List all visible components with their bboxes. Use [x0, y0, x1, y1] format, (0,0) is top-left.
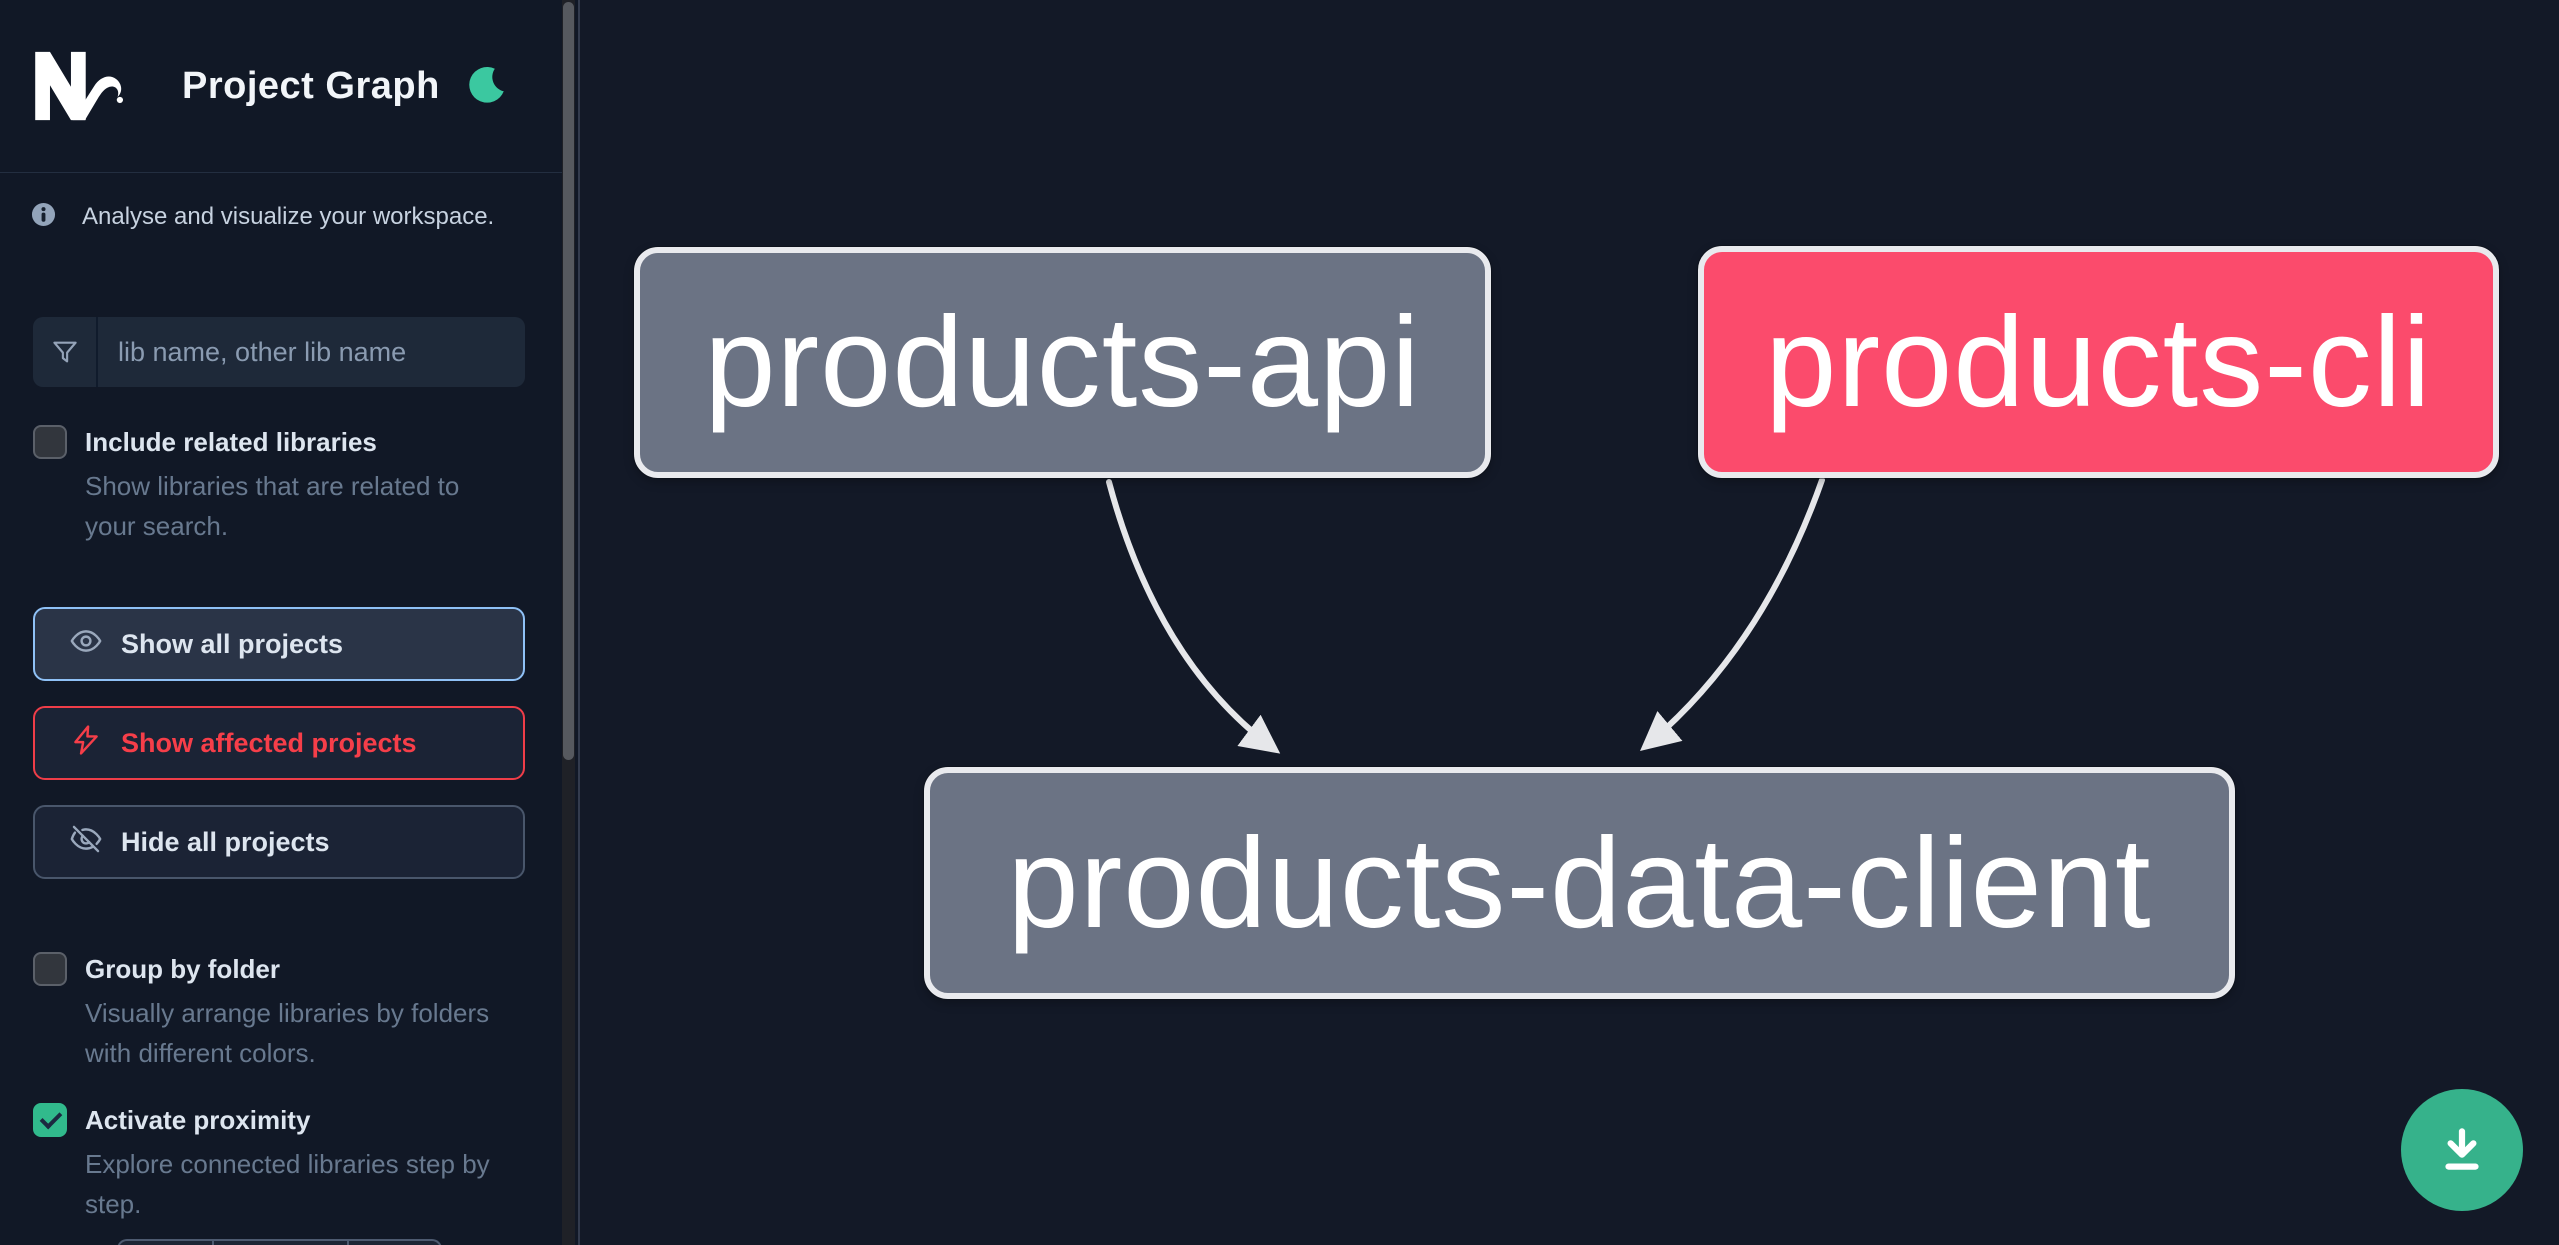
- bolt-icon: [69, 723, 103, 764]
- node-label: products-cli: [1765, 290, 2432, 434]
- download-icon: [2433, 1120, 2491, 1181]
- moon-icon: [468, 64, 508, 109]
- graph-node-products-cli[interactable]: products-cli: [1698, 246, 2499, 478]
- include-related-label[interactable]: Include related libraries: [85, 427, 377, 457]
- include-related-checkbox[interactable]: [33, 425, 67, 459]
- hide-all-projects-button[interactable]: Hide all projects: [33, 805, 525, 879]
- tagline-text: Analyse and visualize your workspace.: [82, 203, 495, 230]
- show-affected-projects-button[interactable]: Show affected projects: [33, 706, 525, 780]
- sidebar-header: Project Graph: [0, 0, 562, 173]
- toggle-activate-proximity: Activate proximity Explore connected lib…: [33, 1103, 511, 1224]
- activate-proximity-checkbox[interactable]: [33, 1103, 67, 1137]
- graph-node-products-data-client[interactable]: products-data-client: [924, 767, 2235, 999]
- hide-all-projects-label: Hide all projects: [121, 826, 330, 857]
- show-affected-projects-label: Show affected projects: [121, 727, 417, 758]
- stepper-increment-segment[interactable]: [347, 1241, 440, 1245]
- nx-logo: [29, 46, 130, 126]
- sidebar: Project Graph Analyse and visualize your…: [0, 0, 578, 1245]
- download-graph-button[interactable]: [2401, 1089, 2523, 1211]
- sidebar-scrollbar[interactable]: [562, 0, 575, 1245]
- node-label: products-api: [704, 291, 1421, 434]
- sidebar-scrollbar-thumb[interactable]: [563, 2, 574, 760]
- activate-proximity-description: Explore connected libraries step by step…: [85, 1149, 490, 1219]
- search-box: [33, 317, 525, 387]
- workspace-tagline: Analyse and visualize your workspace.: [31, 202, 494, 232]
- proximity-stepper-partial[interactable]: [117, 1239, 442, 1245]
- node-label: products-data-client: [1007, 811, 2152, 955]
- show-all-projects-label: Show all projects: [121, 628, 344, 659]
- activate-proximity-label[interactable]: Activate proximity: [85, 1105, 311, 1135]
- stepper-decrement-segment[interactable]: [119, 1241, 212, 1245]
- group-by-folder-label[interactable]: Group by folder: [85, 954, 280, 984]
- show-all-projects-button[interactable]: Show all projects: [33, 607, 525, 681]
- edge-products-cli-to-products-data-client: [1640, 477, 1825, 752]
- group-by-folder-checkbox[interactable]: [33, 952, 67, 986]
- filter-funnel-icon: [33, 317, 98, 387]
- page-title: Project Graph: [182, 64, 440, 107]
- theme-toggle-button[interactable]: [466, 64, 510, 108]
- graph-canvas[interactable]: products-api products-cli products-data-…: [578, 0, 2559, 1245]
- eye-slash-icon: [69, 822, 103, 863]
- toggle-group-by-folder: Group by folder Visually arrange librari…: [33, 952, 511, 1073]
- info-circle-icon: [31, 202, 56, 232]
- eye-icon: [69, 624, 103, 665]
- stepper-value-segment: [212, 1241, 347, 1245]
- dependency-edges: [1106, 477, 1825, 754]
- graph-node-products-api[interactable]: products-api: [634, 247, 1491, 478]
- include-related-description: Show libraries that are related to your …: [85, 471, 460, 541]
- toggle-include-related: Include related libraries Show libraries…: [33, 425, 511, 546]
- search-input[interactable]: [98, 317, 525, 387]
- group-by-folder-description: Visually arrange libraries by folders wi…: [85, 998, 490, 1068]
- edge-products-api-to-products-data-client: [1106, 479, 1281, 754]
